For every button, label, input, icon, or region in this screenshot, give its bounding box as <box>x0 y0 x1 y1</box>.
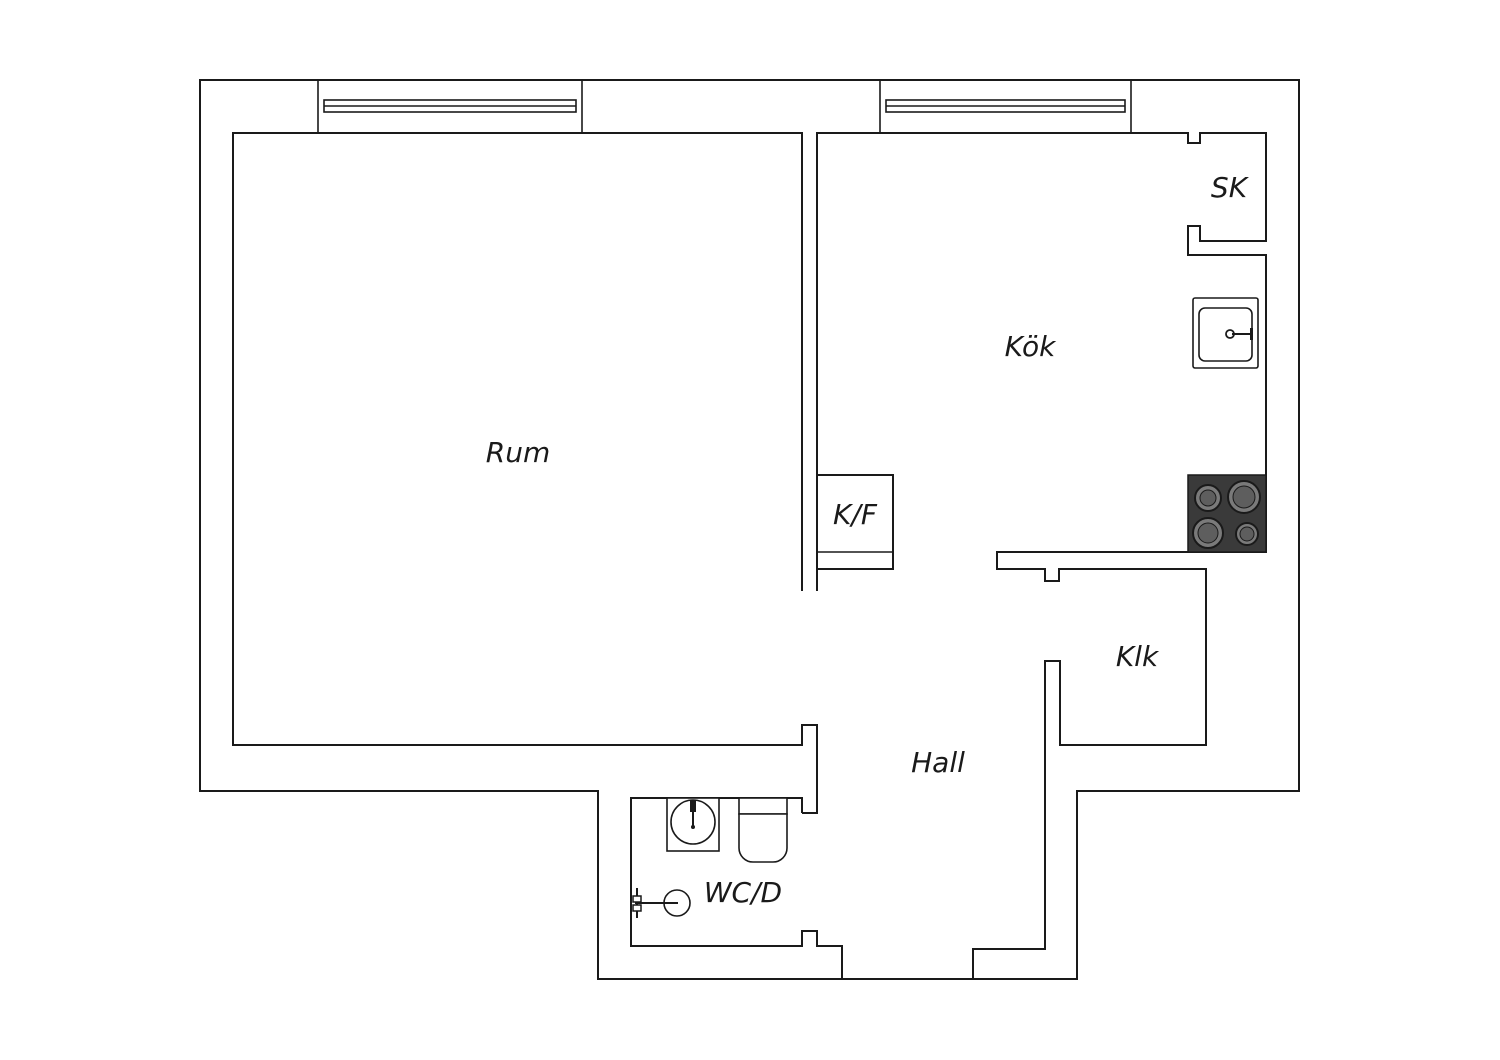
exterior-wall <box>199 79 1300 980</box>
window-icon <box>879 79 1132 134</box>
kf-niche <box>816 474 894 591</box>
room-label-sk: SK <box>1211 171 1250 204</box>
shower-icon <box>632 888 691 918</box>
room-label-wcd: WC/D <box>704 876 782 909</box>
washbasin-icon <box>666 797 720 852</box>
sink-icon <box>1192 297 1259 369</box>
room-rum-walls <box>232 132 818 814</box>
room-label-klk: Klk <box>1116 640 1160 673</box>
room-label-kok: Kök <box>1005 330 1057 363</box>
stove-icon <box>1187 474 1267 553</box>
window-icon <box>317 79 583 134</box>
room-kok-walls <box>816 132 1267 979</box>
room-label-kf: K/F <box>833 498 878 531</box>
room-label-hall: Hall <box>911 746 965 779</box>
toilet-icon <box>738 797 788 863</box>
room-label-rum: Rum <box>486 436 550 469</box>
